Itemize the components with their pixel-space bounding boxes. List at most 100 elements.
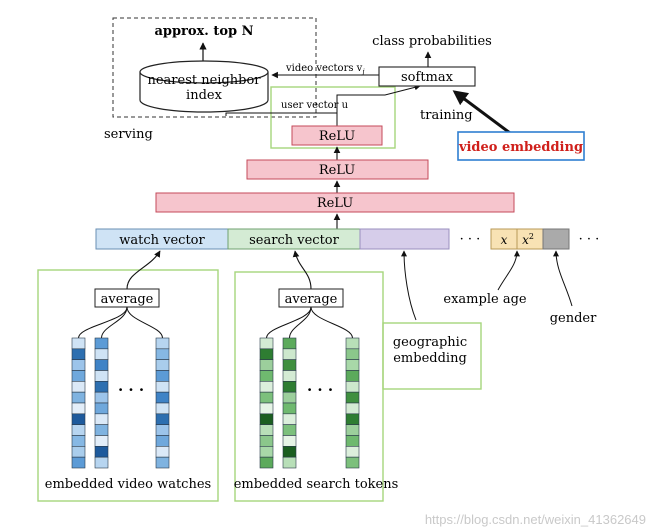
user-vector-to-index-arrow [225,112,338,126]
embedding-cell [155,348,170,360]
embedding-cell [282,435,297,447]
embedding-cell [71,446,86,458]
embedding-cell [155,446,170,458]
user-vector-to-softmax-line [336,84,421,113]
embedding-cell [345,456,360,469]
user-vector-label: user vector u [281,100,349,111]
embedding-connector [101,306,128,339]
embedding-cell [345,391,360,404]
search-average-to-vector-arrow [292,250,312,290]
embedding-cell [345,413,360,425]
embedding-cell [282,391,297,404]
embedding-cell [259,370,274,382]
embedding-cell [94,456,109,469]
embedding-connector [266,306,312,339]
embedding-cell [345,446,360,458]
embedding-cell [94,402,109,415]
embedding-cell [282,446,297,458]
embedding-cell [94,337,109,350]
search-tower-frame [234,271,384,502]
watch-dots: · · · [118,381,144,399]
embedding-cell [71,381,86,393]
embedding-cell [94,435,109,447]
class-probabilities-label: class probabilities [372,34,492,49]
embedding-cell [282,348,297,360]
embedding-cell [71,391,86,404]
embedding-cell [345,337,360,350]
geo-connector [401,250,417,321]
embedding-cell [155,381,170,393]
embedding-cell [345,348,360,360]
top-n-label: approx. top N [154,24,253,39]
embedding-cell [345,424,360,436]
geographic-vector-box [359,228,450,250]
embedding-cell [94,370,109,382]
search-embedding-columns [259,306,360,469]
embedding-cell [94,359,109,371]
embedding-cell [282,337,297,350]
age-x-label: x [501,233,508,247]
relu-mid-label: ReLU [319,163,355,178]
embedding-cell [282,402,297,415]
embedding-cell [282,370,297,382]
embedding-cell [155,456,170,469]
embedding-cell [345,370,360,382]
embedding-cell [155,402,170,415]
user-vector-frame [270,86,396,149]
embedding-cell [259,413,274,425]
input-ellipsis-right: · · · [579,232,600,247]
gender-box [542,228,570,250]
embedding-cell [155,435,170,447]
embedding-cell [155,359,170,371]
embedding-cell [155,424,170,436]
embedding-cell [259,391,274,404]
embedding-cell [259,402,274,415]
embedding-cell [259,424,274,436]
embedding-cell [259,337,274,350]
relu-top-box [291,125,383,146]
embedding-cell [259,446,274,458]
relu-bottom-box [155,192,515,213]
embedding-cell [259,456,274,469]
embedding-cell [345,402,360,415]
embedding-cell [155,391,170,404]
watch-average-to-vector-arrow [126,250,161,290]
embedding-connector [78,306,128,339]
embedding-cell [71,456,86,469]
embedding-cell [94,348,109,360]
embedded-search-tokens-label: embedded search tokens [234,477,399,492]
video-vectors-label: video vectors vj [285,63,365,76]
embedded-video-watches-label: embedded video watches [45,477,211,492]
watch-tower-frame [37,269,219,502]
embedding-cell [71,348,86,360]
embedding-cell [155,370,170,382]
relu-mid-box [246,159,429,180]
relu-top-label: ReLU [319,129,355,144]
gender-connector [553,250,573,307]
video-embedding-label: video embedding [458,140,583,155]
embedding-cell [94,446,109,458]
embedding-cell [282,456,297,469]
average-watch-label: average [101,292,154,307]
embedding-cell [94,381,109,393]
relu-bottom-label: ReLU [317,196,353,211]
softmax-box [378,66,476,87]
embedding-cell [282,381,297,393]
training-label: training [420,108,473,123]
embedding-cell [282,424,297,436]
watch-embedding-columns [71,306,170,469]
embedding-cell [71,337,86,350]
embedding-cell [282,413,297,425]
embedding-cell [259,348,274,360]
embedding-connector [289,306,312,339]
embedding-connector [126,306,163,339]
geographic-label-line2: embedding [393,351,467,366]
search-vector-label: search vector [249,233,339,248]
embedding-cell [259,359,274,371]
embedding-cell [71,435,86,447]
embedding-connector [310,306,353,339]
embedding-cell [155,337,170,350]
age-connector [497,250,520,291]
serving-dashed-frame [112,17,317,118]
